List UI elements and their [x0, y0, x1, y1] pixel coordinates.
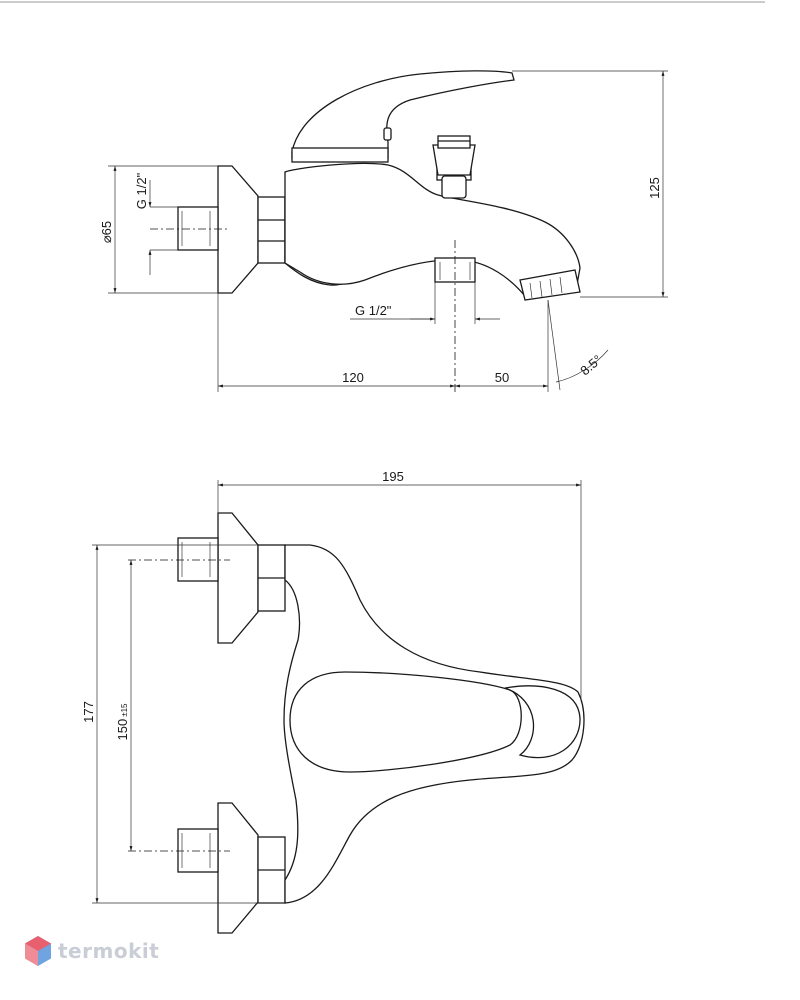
flange-side	[217, 165, 259, 294]
connector-side	[177, 206, 219, 251]
angle-arc	[555, 349, 609, 383]
connector-top-upper	[177, 537, 219, 582]
brand-logo: termokit	[24, 935, 159, 967]
spout-side	[284, 162, 581, 297]
lever-handle-top	[289, 671, 522, 773]
center-distance-dimension: 150±15	[115, 703, 130, 741]
spout-outlet	[519, 269, 581, 301]
angle-line	[547, 299, 561, 391]
top-view: 195 177 150±15	[81, 469, 585, 934]
hex-nut-side	[257, 196, 286, 264]
diameter-label: 65	[99, 221, 114, 235]
handle-cap-side	[291, 147, 389, 163]
center-distance-label: 150	[115, 719, 130, 741]
thread-hatch	[181, 211, 211, 246]
lever-handle-side	[291, 70, 515, 159]
flange-top-lower	[217, 802, 259, 934]
thread-left-label: G 1/2"	[134, 172, 149, 209]
flange-top-upper	[217, 512, 259, 644]
diameter-symbol: ⌀	[99, 235, 114, 243]
angle-label: 8.5°	[577, 352, 604, 378]
thread-bottom-label: G 1/2"	[355, 303, 392, 318]
width-label: 195	[382, 469, 404, 484]
svg-text:⌀65: ⌀65	[99, 221, 114, 243]
svg-text:150±15: 150±15	[115, 703, 130, 741]
center-tolerance-label: ±15	[120, 703, 129, 717]
diverter-knob	[437, 135, 471, 149]
side-view: G 1/2" ⌀65 125 G 1/2" 120 50 8.5°	[99, 70, 668, 395]
span-left-label: 120	[342, 370, 364, 385]
hexagon-logo-icon	[25, 936, 51, 966]
overall-height-label: 177	[81, 701, 96, 723]
connector-top-lower	[177, 828, 219, 873]
span-right-label: 50	[495, 370, 509, 385]
height-label: 125	[647, 177, 662, 199]
brand-name: termokit	[58, 939, 160, 963]
spout-tip-top	[504, 685, 581, 759]
diameter-dimension: ⌀65	[99, 221, 114, 243]
